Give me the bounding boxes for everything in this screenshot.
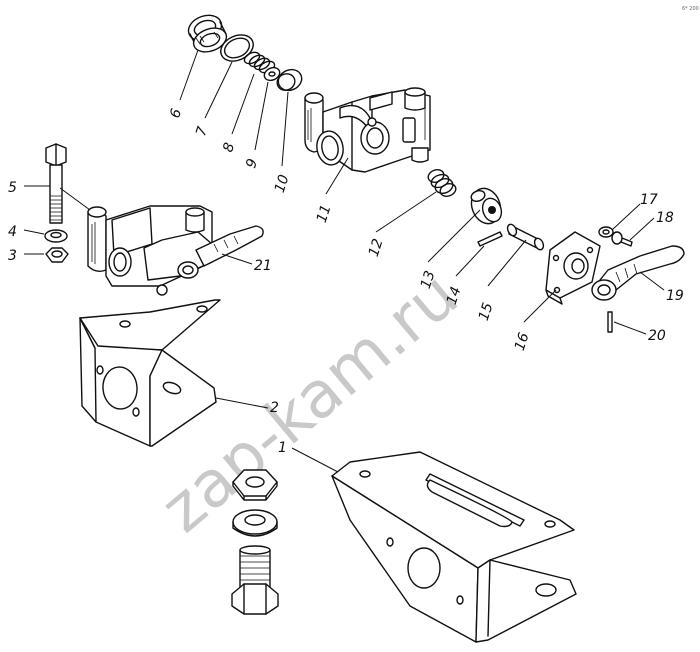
callout-2: 2 bbox=[270, 400, 279, 416]
part-1-large-bracket bbox=[331, 451, 577, 643]
callout-9: 9 bbox=[243, 157, 261, 171]
callout-15: 15 bbox=[476, 301, 497, 323]
callout-18: 18 bbox=[656, 210, 674, 226]
callout-8: 8 bbox=[220, 141, 238, 155]
part-20-pin bbox=[607, 311, 613, 333]
callout-5: 5 bbox=[8, 180, 17, 196]
lower-bolt bbox=[231, 545, 279, 615]
part-7-o-ring bbox=[220, 34, 254, 62]
part-18-screw bbox=[611, 231, 633, 247]
part-17-lock-washer bbox=[598, 226, 614, 238]
part-21-valve-assembly bbox=[87, 205, 264, 296]
part-13-cam bbox=[470, 187, 503, 225]
part-6-cap-nut bbox=[187, 14, 228, 53]
callout-21: 21 bbox=[254, 258, 272, 274]
callout-13: 13 bbox=[418, 269, 439, 291]
part-9-washer bbox=[263, 66, 281, 82]
part-14-pin bbox=[477, 231, 503, 247]
callout-20: 20 bbox=[648, 328, 666, 344]
leader-lines bbox=[23, 49, 665, 473]
callout-19: 19 bbox=[666, 288, 684, 304]
part-4-washer bbox=[44, 229, 68, 243]
part-3-nut bbox=[45, 247, 69, 263]
callout-4: 4 bbox=[8, 224, 17, 240]
lower-lock-washer bbox=[232, 509, 278, 537]
corner-mark: 6* 200 bbox=[682, 6, 699, 12]
part-5-bolt bbox=[45, 143, 67, 224]
part-11-valve-body bbox=[304, 87, 431, 173]
lower-nut bbox=[232, 469, 278, 501]
part-10-valve-disc bbox=[276, 68, 303, 92]
callout-17: 17 bbox=[640, 192, 658, 208]
callout-7: 7 bbox=[193, 125, 211, 139]
callout-1: 1 bbox=[278, 440, 287, 456]
callout-10: 10 bbox=[272, 173, 293, 195]
part-16-cover-plate bbox=[545, 231, 601, 305]
callout-11: 11 bbox=[314, 203, 335, 225]
part-12-spring bbox=[427, 169, 457, 197]
callout-14: 14 bbox=[444, 285, 465, 307]
callout-12: 12 bbox=[366, 237, 387, 259]
part-2-small-bracket bbox=[79, 299, 221, 447]
callout-6: 6 bbox=[167, 107, 185, 121]
part-19-lever bbox=[591, 245, 685, 301]
callout-16: 16 bbox=[512, 331, 533, 353]
part-15-axle bbox=[506, 223, 545, 251]
callout-3: 3 bbox=[8, 248, 17, 264]
